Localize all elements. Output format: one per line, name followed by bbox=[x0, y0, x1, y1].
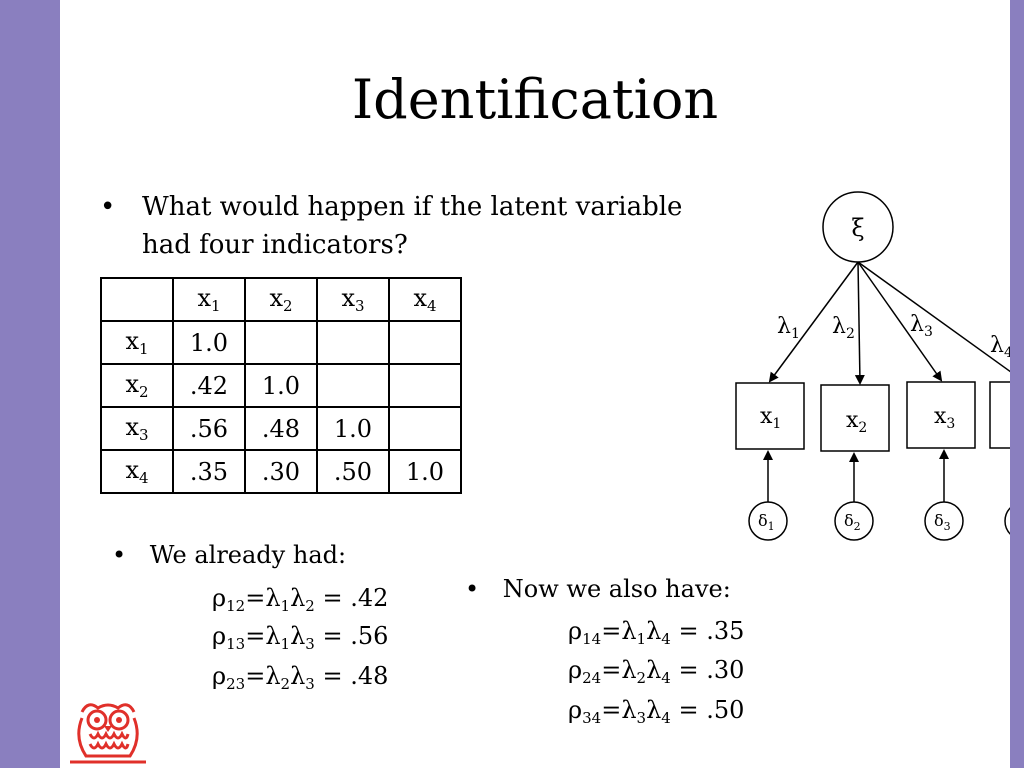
table-row: x3 .56 .48 1.0 bbox=[100, 406, 462, 451]
table-row: x4 .35 .30 .50 1.0 bbox=[100, 449, 462, 494]
loading-arrow-3 bbox=[857, 261, 943, 382]
table-header-cell: x1 bbox=[172, 277, 246, 322]
indicator-label-1: x1 bbox=[760, 404, 781, 432]
table-cell: .56 bbox=[172, 406, 246, 451]
table-header-cell: x2 bbox=[244, 277, 318, 322]
table-corner-cell bbox=[100, 277, 174, 322]
table-header-cell: x4 bbox=[388, 277, 462, 322]
table-cell bbox=[388, 320, 462, 365]
loading-label-1: λ1 bbox=[777, 314, 800, 342]
table-cell bbox=[388, 406, 462, 451]
table-cell: 1.0 bbox=[388, 449, 462, 494]
table-cell: 1.0 bbox=[316, 406, 390, 451]
bullet-icon: • bbox=[100, 192, 116, 222]
loading-arrow-4 bbox=[857, 261, 1010, 373]
table-cell: 1.0 bbox=[172, 320, 246, 365]
table-cell: .50 bbox=[316, 449, 390, 494]
already-bullet: • We already had: bbox=[112, 536, 346, 574]
table-row: x2 .42 1.0 bbox=[100, 363, 462, 408]
table-cell: .42 bbox=[172, 363, 246, 408]
loading-arrow-2 bbox=[854, 261, 865, 385]
loading-label-4: λ4 bbox=[990, 333, 1010, 361]
table-cell bbox=[316, 320, 390, 365]
table-cell bbox=[316, 363, 390, 408]
equation: ρ12=λ1λ2 = .42 bbox=[212, 584, 389, 615]
error-node-2 bbox=[834, 501, 874, 541]
row-label: x4 bbox=[100, 449, 174, 494]
table-header-cell: x3 bbox=[316, 277, 390, 322]
table-cell bbox=[244, 320, 318, 365]
loading-arrow-1 bbox=[768, 261, 859, 383]
error-node-1 bbox=[748, 501, 788, 541]
indicator-label-2: x2 bbox=[846, 408, 867, 436]
row-label: x3 bbox=[100, 406, 174, 451]
latent-label: ξ bbox=[851, 214, 864, 242]
row-label: x1 bbox=[100, 320, 174, 365]
also-bullet: • Now we also have: bbox=[465, 570, 731, 608]
owl-icon bbox=[70, 703, 146, 764]
table-cell: 1.0 bbox=[244, 363, 318, 408]
also-label: Now we also have: bbox=[502, 575, 731, 603]
indicator-box-4 bbox=[989, 381, 1010, 449]
row-label: x2 bbox=[100, 363, 174, 408]
indicator-label-3: x3 bbox=[934, 404, 955, 432]
table-cell: .35 bbox=[172, 449, 246, 494]
equation: ρ23=λ2λ3 = .48 bbox=[212, 662, 389, 693]
indicator-box-3 bbox=[906, 381, 976, 449]
table-cell: .48 bbox=[244, 406, 318, 451]
error-label-1: δ1 bbox=[758, 511, 775, 533]
bullet-icon: • bbox=[465, 575, 480, 603]
equation: ρ34=λ3λ4 = .50 bbox=[568, 696, 745, 727]
equation: ρ14=λ1λ4 = .35 bbox=[568, 617, 745, 648]
table-cell bbox=[388, 363, 462, 408]
table-cell: .30 bbox=[244, 449, 318, 494]
correlation-table: x1 x2 x3 x4 x1 1.0 x2 .42 1.0 x3 .56 .48… bbox=[100, 277, 462, 494]
loading-label-2: λ2 bbox=[832, 314, 855, 342]
table-header-row: x1 x2 x3 x4 bbox=[100, 277, 462, 322]
equation: ρ24=λ2λ4 = .30 bbox=[568, 656, 745, 687]
error-node-4 bbox=[1004, 507, 1010, 535]
bullet-icon: • bbox=[112, 541, 127, 569]
error-label-2: δ2 bbox=[844, 511, 861, 533]
error-label-3: δ3 bbox=[934, 511, 951, 533]
path-diagram: ξ λ1 λ2 λ3 λ4 x1 x2 x3 x4 δ1 δ2 δ3 δ4 bbox=[735, 191, 1010, 541]
loading-label-3: λ3 bbox=[910, 312, 933, 340]
slide-title: Identification bbox=[351, 68, 719, 131]
question-text: What would happen if the latent variable… bbox=[142, 192, 683, 260]
indicator-box-1 bbox=[735, 382, 805, 450]
already-label: We already had: bbox=[149, 541, 347, 569]
table-row: x1 1.0 bbox=[100, 320, 462, 365]
error-node-3 bbox=[924, 501, 964, 541]
indicator-box-2 bbox=[820, 384, 890, 452]
slide: Identification • What would happen if th… bbox=[60, 0, 1010, 768]
equation: ρ13=λ1λ3 = .56 bbox=[212, 622, 389, 653]
